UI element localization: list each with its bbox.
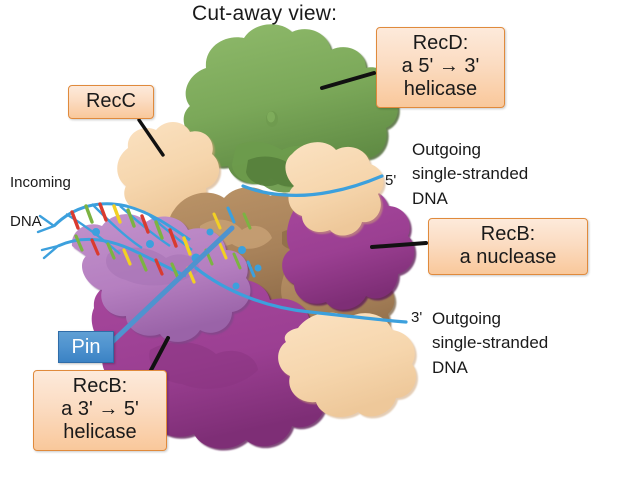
dna-duplex-incoming	[36, 202, 262, 290]
callout-recb-helicase-line3: helicase	[63, 421, 137, 444]
callout-recb-nuclease-line2: a nuclease	[459, 246, 557, 269]
callout-recc-line1: RecC	[85, 90, 136, 112]
pin-pointer-line	[109, 225, 235, 345]
domain-recd-green	[183, 24, 400, 193]
callout-recb-helicase-line2: a 3' → 5'	[61, 398, 139, 421]
leader-line-recb-helicase	[148, 336, 170, 374]
callout-recb-nuclease[interactable]: RecB: a nuclease	[428, 218, 588, 276]
callout-recb-helicase-line1: RecB:	[72, 375, 128, 397]
label-outgoing-ssdna-5-line2: single-stranded	[412, 164, 529, 184]
page-title: Cut-away view:	[192, 2, 338, 25]
callout-recb-helicase[interactable]: RecB: a 3' → 5' helicase	[33, 370, 167, 451]
label-incoming: Incoming	[10, 174, 71, 191]
label-5-prime-tick: 5'	[385, 172, 397, 189]
callout-recd-line1: RecD:	[412, 32, 469, 54]
label-outgoing-ssdna-5-line3: DNA	[412, 188, 448, 208]
callout-recb-nuclease-line1: RecB:	[480, 223, 536, 245]
domain-recc-peach-lower	[278, 312, 419, 419]
label-3-prime-tick: 3'	[411, 309, 423, 326]
label-outgoing-ssdna-3-line1: Outgoing	[432, 309, 501, 328]
leader-line-recd	[320, 71, 376, 90]
leader-lines	[137, 71, 428, 374]
label-outgoing-ssdna-5: Outgoing single-stranded DNA	[412, 138, 528, 211]
dna-strand-3prime	[194, 266, 408, 324]
leader-line-recb-nuclease	[370, 241, 428, 249]
callout-recc[interactable]: RecC	[68, 85, 154, 120]
label-outgoing-ssdna-3-line2: single-stranded	[432, 333, 549, 353]
leader-line-recc	[137, 118, 165, 157]
callout-recd[interactable]: RecD: a 5' → 3' helicase	[376, 27, 505, 108]
callout-recd-line3: helicase	[403, 78, 478, 101]
label-outgoing-ssdna-3: Outgoing single-stranded DNA	[432, 307, 548, 380]
label-incoming-dna: DNA	[10, 213, 42, 230]
pin-label[interactable]: Pin	[58, 331, 114, 363]
dna-strand-5prime	[241, 174, 384, 197]
label-outgoing-ssdna-5-line1: Outgoing	[412, 140, 481, 159]
label-outgoing-ssdna-3-line3: DNA	[432, 357, 468, 377]
callout-recd-line2: a 5' → 3'	[401, 55, 480, 78]
